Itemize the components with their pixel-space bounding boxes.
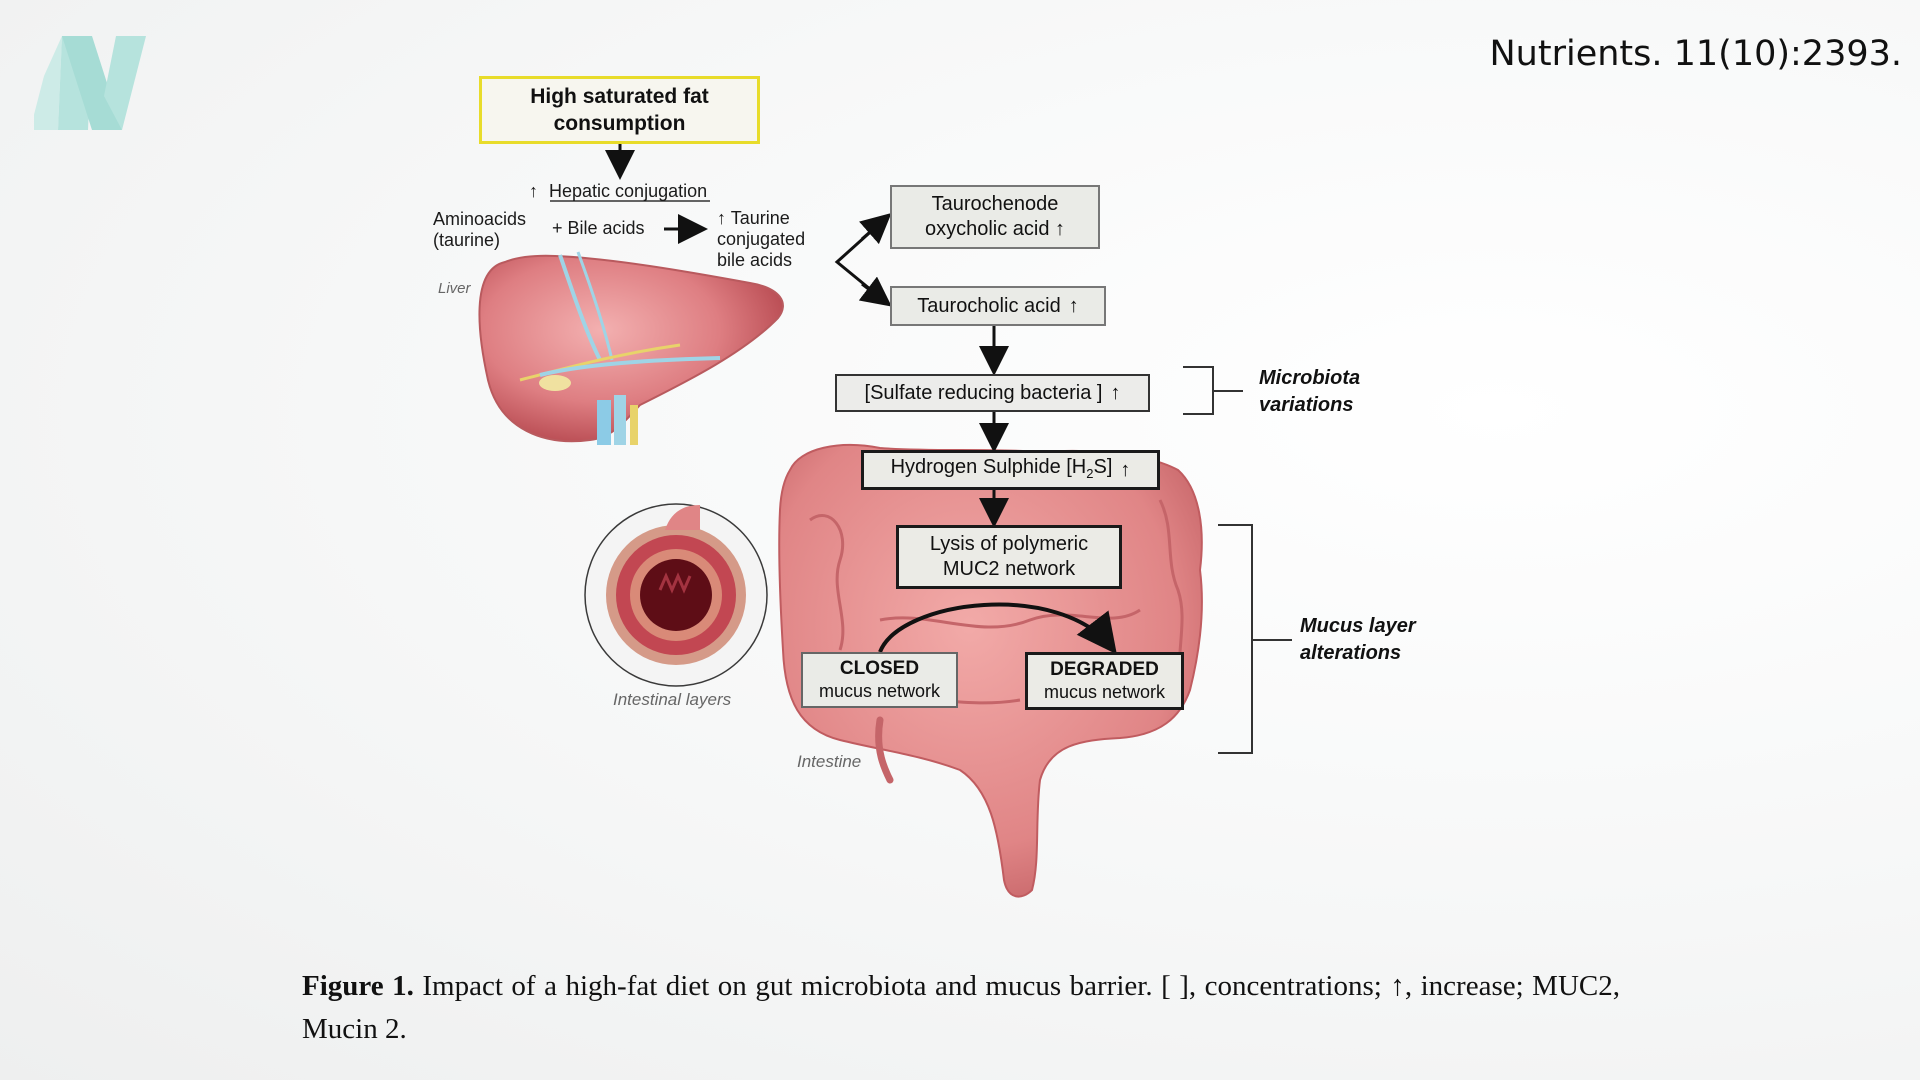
closed-sub: mucus network <box>818 681 941 701</box>
intestinal-layers-label: Intestinal layers <box>613 690 732 709</box>
microbiota-line1: Microbiota <box>1259 367 1361 389</box>
tcdca-line1: Taurochenode <box>931 193 1059 215</box>
lysis-line1: Lysis of polymeric <box>929 533 1089 555</box>
aminoacids-line2: (taurine) <box>433 230 501 250</box>
aminoacids-line1: Aminoacids <box>433 209 527 229</box>
high-fat-line1: High saturated fat <box>530 85 709 108</box>
microbiota-line2: variations <box>1259 394 1354 416</box>
hydrogen-sulphide-box: Hydrogen Sulphide [H2S] ↑ <box>861 450 1160 490</box>
mucus-line2: alterations <box>1300 642 1402 664</box>
mucus-line1: Mucus layer <box>1300 615 1416 637</box>
citation-text: Nutrients. 11(10):2393. <box>1489 34 1903 74</box>
increase-arrow: ↑ <box>1120 458 1131 481</box>
aminoacids-label: Aminoacids (taurine) <box>433 209 526 251</box>
caption-label: Figure 1. <box>302 970 414 1002</box>
taurine-line1: Taurine <box>730 208 790 228</box>
hepatic-conjugation-text: Hepatic conjugation <box>549 181 708 201</box>
increase-arrow: ↑ <box>1110 381 1121 404</box>
liver-illustration <box>478 251 784 445</box>
increase-arrow: ↑ <box>717 208 726 228</box>
taurine-line2: conjugated <box>717 229 806 249</box>
lysis-muc2-box: Lysis of polymeric MUC2 network <box>896 525 1122 589</box>
increase-arrow: ↑ <box>529 181 538 201</box>
closed-mucus-network-box: CLOSED mucus network <box>801 652 958 708</box>
microbiota-variations-label: Microbiota variations <box>1259 365 1360 419</box>
sulfate-reducing-bacteria-box: [Sulfate reducing bacteria ] ↑ <box>835 374 1150 412</box>
srb-label: [Sulfate reducing bacteria ] <box>864 381 1103 404</box>
bile-acids-label: + Bile acids <box>552 218 645 238</box>
figure-caption: Figure 1. Impact of a high-fat diet on g… <box>302 965 1620 1051</box>
increase-arrow: ↑ <box>1055 218 1066 240</box>
tcdca-line2: oxycholic acid <box>924 218 1050 240</box>
taurocholic-acid-box: Taurocholic acid ↑ <box>890 286 1106 326</box>
degraded-sub: mucus network <box>1043 682 1166 702</box>
lysis-line2: MUC2 network <box>942 558 1076 580</box>
increase-arrow: ↑ <box>1068 294 1079 317</box>
tca-label: Taurocholic acid <box>917 294 1061 317</box>
high-fat-consumption-box: High saturated fat consumption <box>479 76 760 144</box>
h2s-sub: 2 <box>1086 465 1094 481</box>
degraded-title: DEGRADED <box>1050 659 1159 680</box>
taurochenodeoxycholic-acid-box: Taurochenode oxycholic acid ↑ <box>890 185 1100 249</box>
hepatic-conjugation-label: ↑ Hepatic conjugation <box>529 181 707 202</box>
mucus-layer-alterations-label: Mucus layer alterations <box>1300 613 1416 667</box>
liver-label: Liver <box>438 280 471 297</box>
taurine-conjugated-label: ↑ Taurine conjugated bile acids <box>717 208 805 271</box>
high-fat-line2: consumption <box>553 112 686 135</box>
caption-text: Impact of a high-fat diet on gut microbi… <box>302 970 1620 1045</box>
h2s-post: S] <box>1093 455 1113 478</box>
taurine-line3: bile acids <box>717 250 793 270</box>
closed-title: CLOSED <box>839 658 920 679</box>
intestine-label: Intestine <box>797 752 862 771</box>
h2s-pre: Hydrogen Sulphide [H <box>890 455 1087 478</box>
journal-logo-icon <box>34 36 146 130</box>
degraded-mucus-network-box: DEGRADED mucus network <box>1025 652 1184 710</box>
intestinal-layers-illustration <box>584 503 768 687</box>
